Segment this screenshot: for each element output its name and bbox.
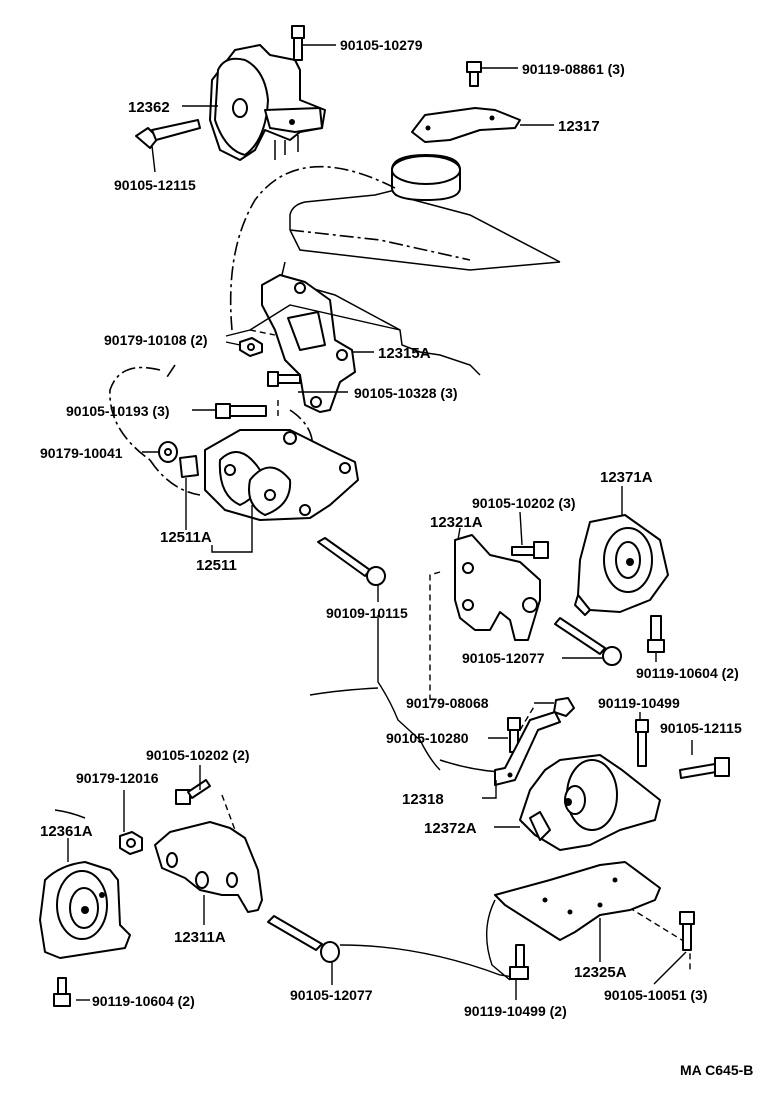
label-12371A: 12371A <box>600 469 653 486</box>
mount-12362 <box>209 44 326 161</box>
label-90119-10604-right: 90119-10604 (2) <box>636 665 739 681</box>
hex-head-bolt-icon <box>679 911 695 951</box>
oil-filler-cap <box>391 154 461 201</box>
hex-head-bolt-icon <box>53 977 71 1007</box>
label-90105-12115-top: 90105-12115 <box>114 177 196 193</box>
hex-head-bolt-icon <box>291 25 305 61</box>
label-12321A: 12321A <box>430 514 483 531</box>
spacer-12511A <box>179 455 199 478</box>
label-90105-12077-right: 90105-12077 <box>462 650 545 666</box>
label-12372A: 12372A <box>424 820 477 837</box>
hex-head-bolt-icon <box>466 61 482 87</box>
hex-head-bolt-icon <box>215 403 267 419</box>
hex-head-bolt-icon <box>679 757 730 779</box>
hex-nut-icon <box>239 337 263 357</box>
label-90105-12115-right: 90105-12115 <box>660 720 742 736</box>
hex-nut-icon <box>553 697 575 717</box>
bracket-12315A <box>261 274 356 413</box>
label-90105-12077-bottom: 90105-12077 <box>290 987 373 1003</box>
bracket-12325A <box>494 861 661 941</box>
hex-head-bolt-icon <box>267 915 340 963</box>
hex-head-bolt-icon <box>511 541 549 559</box>
label-12311A: 12311A <box>174 929 226 946</box>
label-12317: 12317 <box>558 118 600 135</box>
label-90105-10193: 90105-10193 (3) <box>66 403 170 419</box>
hex-head-bolt-icon <box>647 615 665 653</box>
label-90179-08068: 90179-08068 <box>406 695 489 711</box>
label-90179-12016: 90179-12016 <box>76 770 159 786</box>
label-12511A: 12511A <box>160 529 212 546</box>
part-labels: 90105-10279 90119-08861 (3) 12362 12317 … <box>40 37 753 1078</box>
leader-lines <box>67 44 693 1001</box>
engine-mount-insulator-icon <box>519 754 661 851</box>
label-90119-10499-a: 90119-10499 <box>598 695 680 711</box>
label-12511: 12511 <box>196 557 237 574</box>
label-90179-10041: 90179-10041 <box>40 445 123 461</box>
label-12361A: 12361A <box>40 823 93 840</box>
hex-head-bolt-icon <box>267 371 301 387</box>
label-90105-10328: 90105-10328 (3) <box>354 385 458 401</box>
hex-head-bolt-icon <box>135 119 201 149</box>
hex-head-bolt-icon <box>175 779 211 805</box>
label-90119-10499-b: 90119-10499 (2) <box>464 1003 567 1019</box>
label-12325A: 12325A <box>574 964 627 981</box>
hex-head-bolt-icon <box>635 719 649 767</box>
hex-nut-icon <box>158 441 178 463</box>
label-90119-08861: 90119-08861 (3) <box>522 61 625 77</box>
label-90105-10280: 90105-10280 <box>386 730 469 746</box>
label-90119-10604-left: 90119-10604 (2) <box>92 993 195 1009</box>
label-90105-10202-left: 90105-10202 (2) <box>146 747 250 763</box>
diagram-code: MA C645-B <box>680 1062 753 1078</box>
bracket-12317 <box>411 107 521 143</box>
label-90105-10202-right: 90105-10202 (3) <box>472 495 576 511</box>
label-90179-10108: 90179-10108 (2) <box>104 332 208 348</box>
mount-12511 <box>204 429 359 521</box>
bracket-12318 <box>494 711 561 786</box>
label-12318: 12318 <box>402 791 444 808</box>
hex-head-bolt-icon <box>554 617 622 666</box>
label-90109-10115: 90109-10115 <box>326 605 408 621</box>
hex-nut-icon <box>119 831 143 855</box>
label-12315A: 12315A <box>378 345 431 362</box>
bracket-12311A <box>154 821 263 913</box>
engine-mount-insulator-icon <box>574 514 669 616</box>
label-90105-10051: 90105-10051 (3) <box>604 987 708 1003</box>
hex-head-bolt-icon <box>317 537 386 586</box>
hex-head-bolt-icon <box>509 944 529 980</box>
engine-mount-insulator-icon <box>39 861 131 959</box>
bracket-12321A <box>454 534 541 641</box>
label-90105-10279: 90105-10279 <box>340 37 423 53</box>
label-12362: 12362 <box>128 99 170 116</box>
